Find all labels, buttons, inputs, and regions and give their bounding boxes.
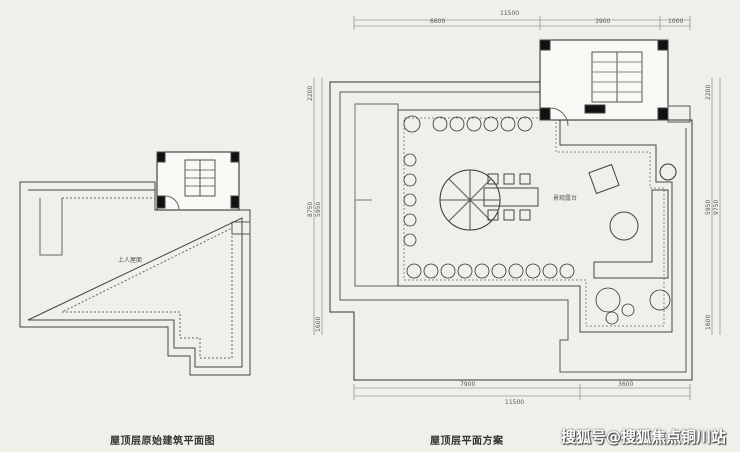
left-roof-plan: [19, 151, 251, 376]
dim-top-2: 3900: [595, 18, 610, 25]
dim-left-3: 5950: [315, 202, 322, 217]
dim-left-2: 8750: [307, 202, 314, 217]
dimension-labels: 11500 6600 3900 1000 7900 3600 11500 220…: [307, 10, 720, 406]
watermark: 搜狐号@搜狐焦点铜川站: [560, 428, 726, 446]
right-roof-plan: [313, 16, 721, 400]
dim-left-1: 2200: [307, 86, 314, 101]
dim-right-2: 5950: [705, 200, 712, 215]
dim-right-3: 9750: [713, 200, 720, 215]
dim-bottom-1: 7900: [460, 381, 475, 388]
dim-top-1: 6600: [430, 18, 445, 25]
dim-top-3: 1000: [668, 18, 683, 25]
dim-left-4: 1600: [315, 317, 322, 332]
left-plan-caption: 屋顶层原始建筑平面图: [110, 436, 215, 447]
dim-right-4: 1600: [705, 315, 712, 330]
dim-top-total: 11500: [500, 10, 519, 17]
right-plan-caption: 屋顶层平面方案: [430, 436, 504, 447]
terrace-label: 景观露台: [553, 194, 577, 202]
left-roof-label: 上人屋面: [118, 256, 142, 264]
dim-bottom-total: 11500: [505, 399, 524, 406]
dim-right-1: 2200: [705, 85, 712, 100]
dim-bottom-2: 3600: [618, 381, 633, 388]
